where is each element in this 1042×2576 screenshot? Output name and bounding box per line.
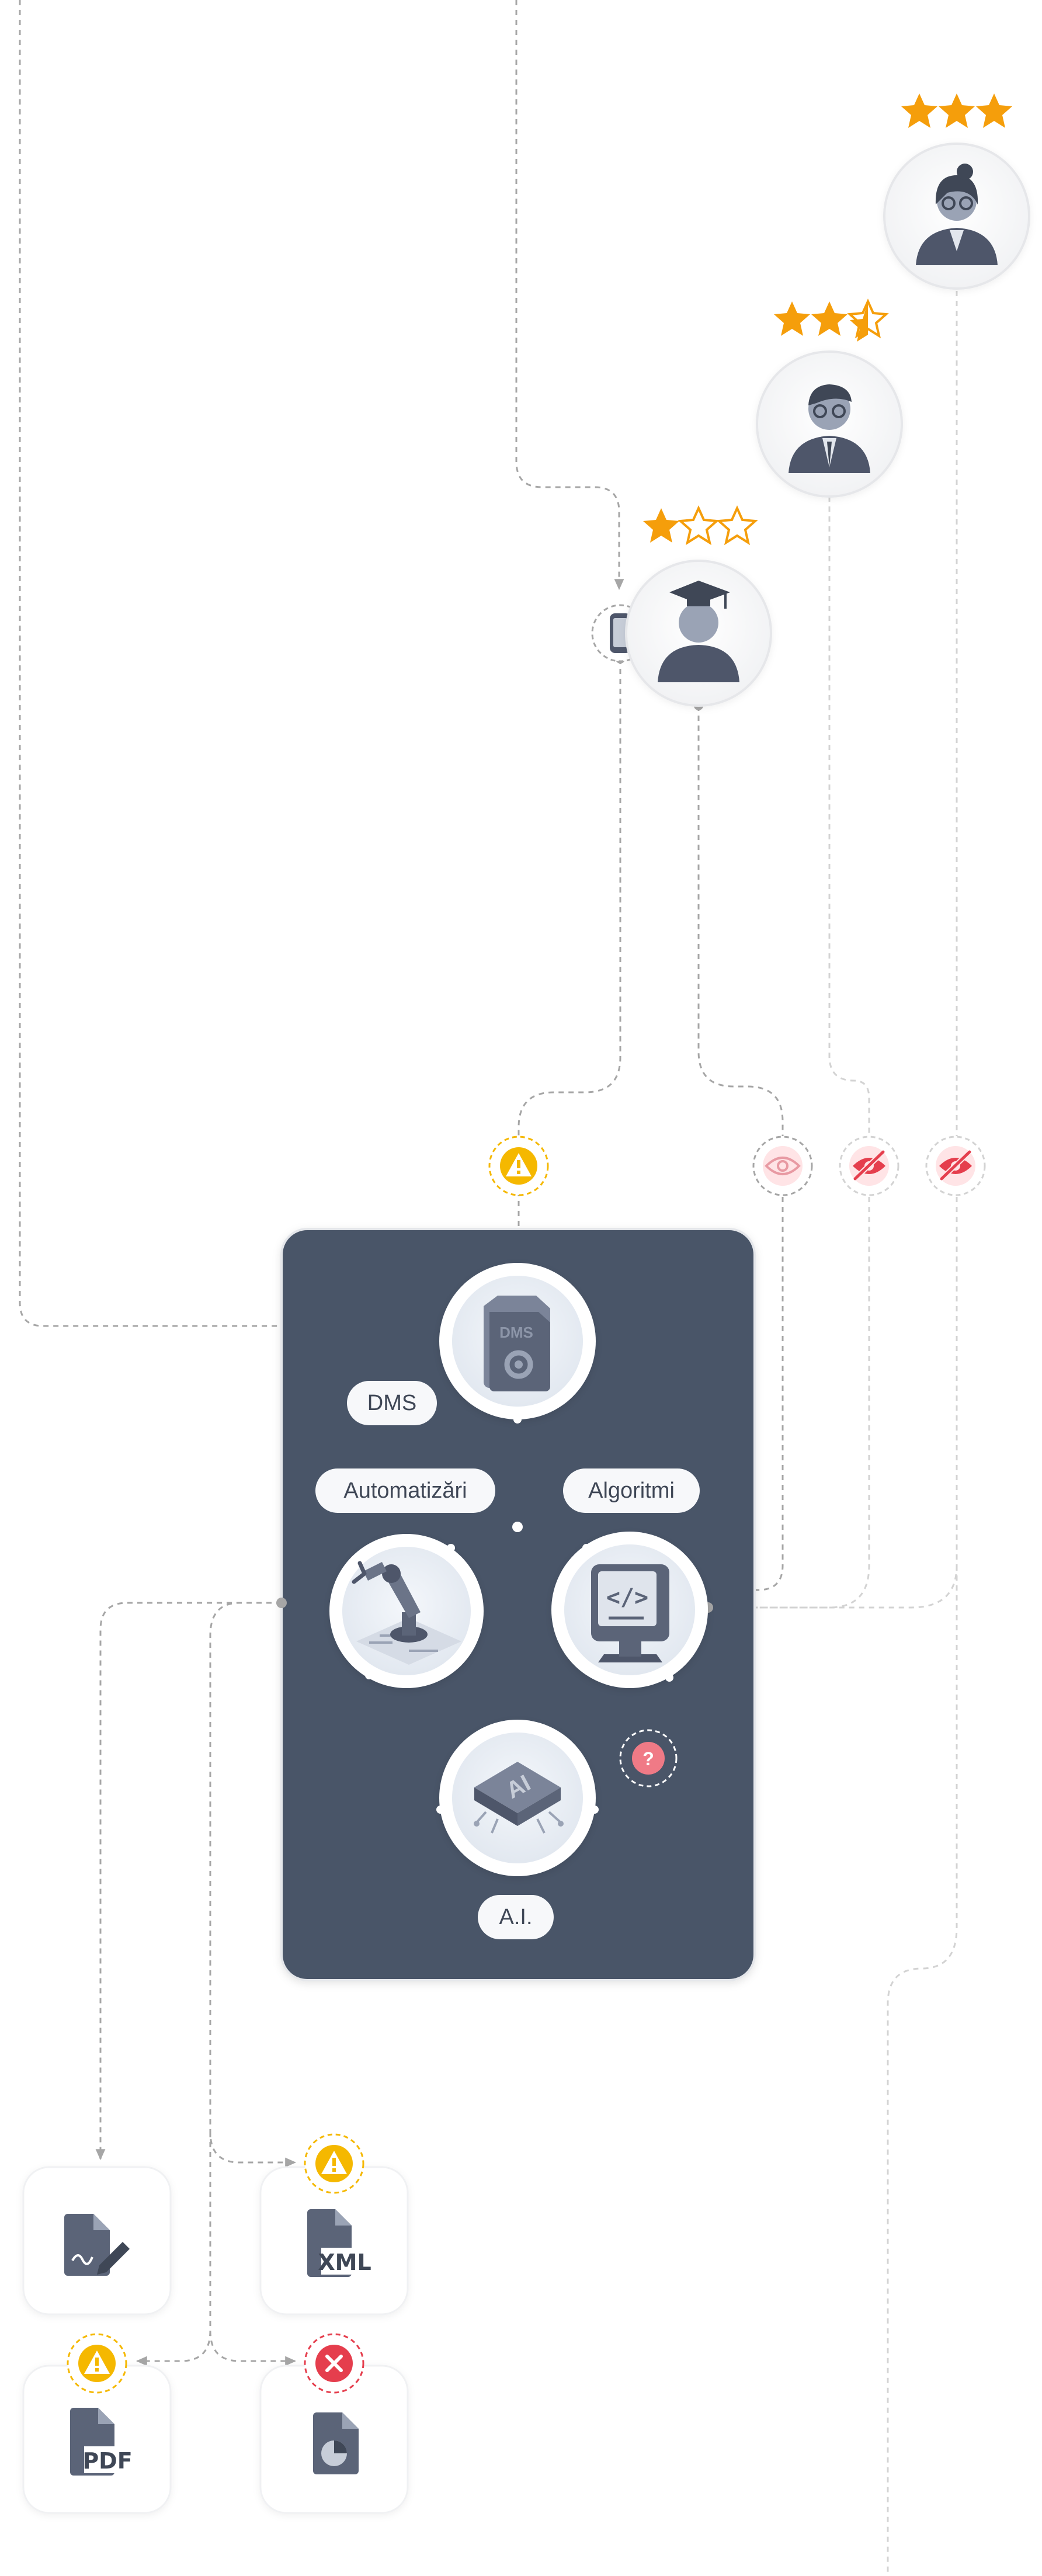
dms-chip-text: DMS bbox=[499, 1324, 533, 1341]
warning-badge-xml[interactable] bbox=[304, 2133, 364, 2194]
signed-document-icon bbox=[64, 2214, 130, 2276]
connector-eye-to-algorithms bbox=[708, 1187, 784, 1591]
star-1 bbox=[901, 93, 937, 128]
connectors-light bbox=[710, 291, 958, 2576]
dms-node[interactable]: DMS bbox=[439, 1263, 596, 1419]
ai-label: A.I. bbox=[499, 1905, 532, 1929]
svg-text:?: ? bbox=[642, 1748, 654, 1769]
eye-badge[interactable] bbox=[752, 1136, 813, 1196]
algorithms-node[interactable]: </> bbox=[551, 1532, 708, 1688]
eye-off-icon bbox=[939, 1150, 972, 1181]
signature-document-card[interactable] bbox=[22, 2166, 172, 2315]
manager-rating bbox=[901, 93, 1012, 128]
report-document-card[interactable] bbox=[259, 2365, 409, 2514]
rating-stars-professional bbox=[774, 298, 889, 342]
professional-man-avatar-icon bbox=[789, 384, 870, 473]
dms-folder-icon: DMS bbox=[484, 1296, 550, 1391]
eye-off-badge-manager[interactable] bbox=[925, 1136, 986, 1196]
graduate-avatar-icon bbox=[658, 581, 739, 682]
chart-document-icon bbox=[313, 2412, 359, 2474]
warning-badge-dms[interactable] bbox=[488, 1136, 549, 1196]
professional-avatar[interactable] bbox=[756, 350, 903, 498]
rating-stars-manager bbox=[901, 93, 1012, 128]
xml-file-label: XML bbox=[318, 2249, 371, 2275]
xml-document-card[interactable]: XML bbox=[259, 2166, 409, 2315]
star-1 bbox=[643, 508, 679, 543]
star-1 bbox=[774, 301, 810, 336]
ai-chip-icon: AI bbox=[474, 1762, 564, 1834]
code-monitor-icon: </> bbox=[591, 1564, 669, 1662]
student-rating bbox=[643, 505, 758, 546]
connector-panel-to-xml-and-pdf bbox=[209, 1602, 297, 2168]
question-icon bbox=[632, 1742, 665, 1775]
connector-panel-to-signature bbox=[95, 1602, 282, 2161]
star-3 bbox=[716, 505, 758, 546]
automations-label: Automatizări bbox=[343, 1478, 467, 1503]
connector-left-to-dms bbox=[19, 0, 431, 1331]
connector-top-to-phone bbox=[515, 0, 624, 591]
code-symbol: </> bbox=[606, 1584, 648, 1611]
eye-off-icon bbox=[853, 1150, 885, 1181]
ai-node[interactable]: AI bbox=[439, 1720, 596, 1876]
xml-file-icon: XML bbox=[307, 2209, 371, 2277]
connector-phone-to-dms bbox=[517, 659, 621, 1139]
robot-arm-icon bbox=[352, 1561, 461, 1665]
connector-branch-to-report bbox=[209, 2330, 297, 2366]
connector-professional-to-eye-off bbox=[828, 497, 870, 1136]
connector-eye-off-2-down bbox=[887, 1565, 958, 2576]
pdf-file-label: PDF bbox=[82, 2448, 132, 2474]
algorithms-label: Algoritmi bbox=[588, 1478, 675, 1503]
student-avatar[interactable] bbox=[625, 560, 772, 707]
star-2 bbox=[678, 505, 720, 546]
rating-stars-student bbox=[643, 505, 758, 546]
pdf-document-card[interactable]: PDF bbox=[22, 2365, 172, 2514]
star-3 bbox=[976, 93, 1012, 128]
pdf-file-icon: PDF bbox=[70, 2408, 133, 2476]
star-2 bbox=[939, 93, 975, 128]
ai-label-pill: A.I. bbox=[478, 1895, 554, 1939]
algorithms-label-pill: Algoritmi bbox=[563, 1468, 700, 1513]
connectors bbox=[19, 0, 784, 2366]
woman-avatar-icon bbox=[916, 164, 998, 265]
eye-off-badge-professional[interactable] bbox=[839, 1136, 899, 1196]
automations-label-pill: Automatizări bbox=[315, 1468, 495, 1513]
automations-node[interactable] bbox=[329, 1534, 484, 1688]
manager-avatar[interactable] bbox=[883, 143, 1030, 290]
hub-dot bbox=[512, 1522, 523, 1532]
dms-label: DMS bbox=[367, 1391, 416, 1415]
professional-rating bbox=[774, 298, 889, 342]
star-2 bbox=[811, 301, 848, 336]
connector-student-to-eye bbox=[697, 706, 784, 1136]
warning-badge-pdf[interactable] bbox=[67, 2333, 127, 2394]
error-badge-report[interactable] bbox=[304, 2333, 364, 2394]
dms-label-pill: DMS bbox=[347, 1381, 437, 1425]
eye-icon bbox=[765, 1157, 801, 1175]
question-badge[interactable]: ? bbox=[619, 1729, 678, 1787]
panel-left-port bbox=[276, 1598, 287, 1608]
